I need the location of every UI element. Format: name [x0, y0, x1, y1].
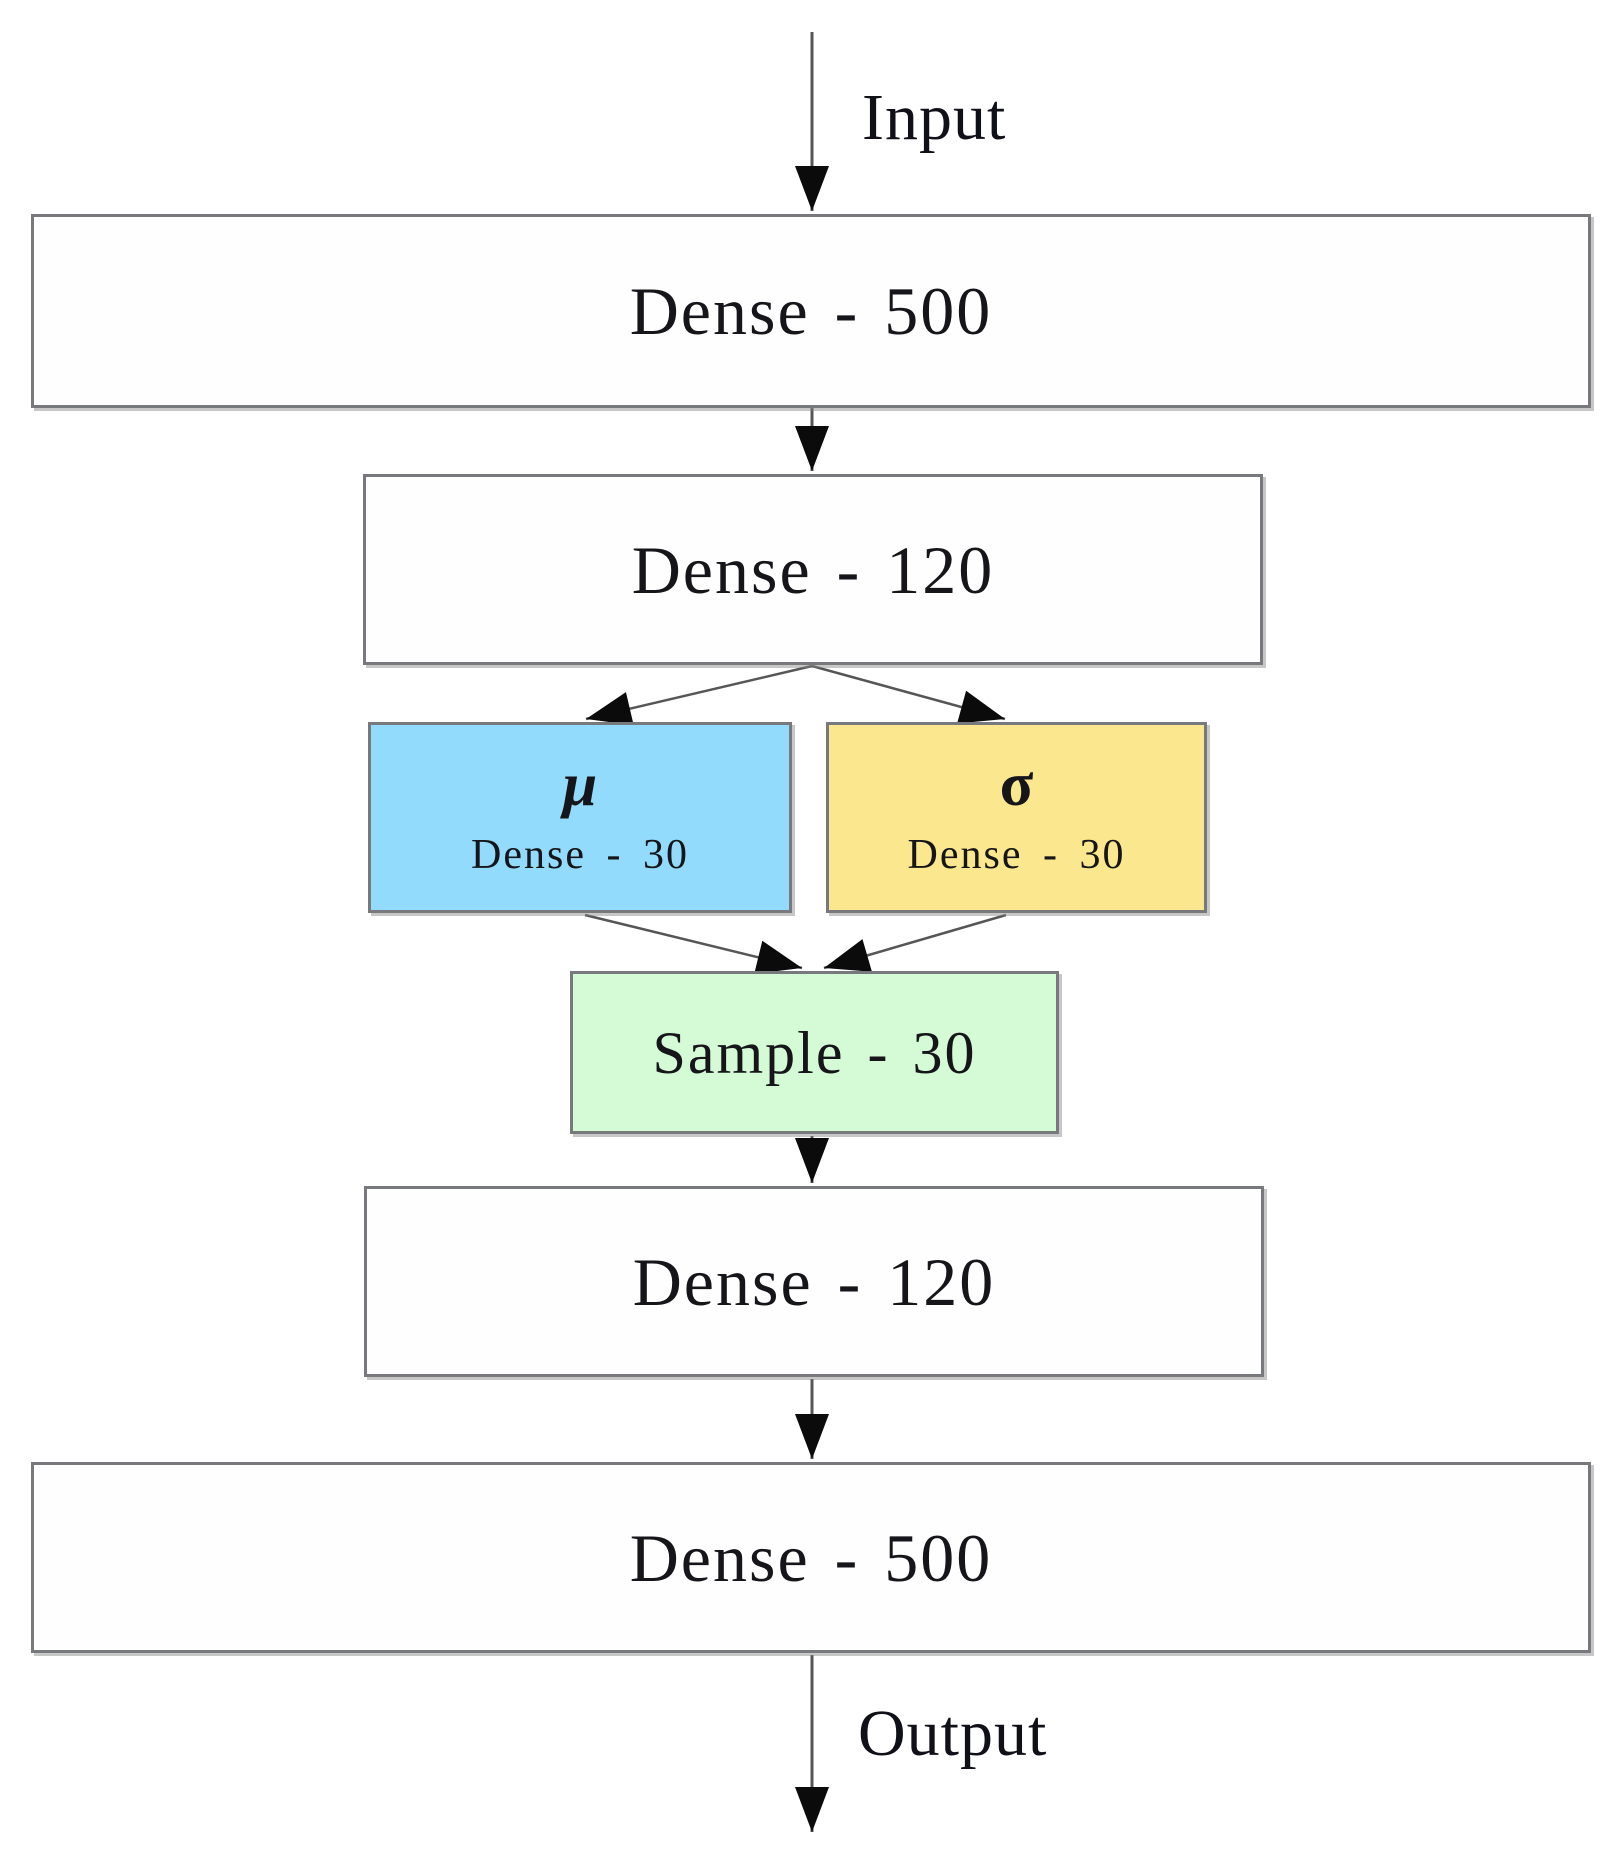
- input-label: Input: [862, 81, 1007, 154]
- edge-enc-120-to-sigma: [811, 664, 1006, 724]
- node-label: Dense - 500: [629, 1519, 993, 1596]
- node-label: Dense - 120: [632, 1243, 996, 1320]
- node-label: Dense - 30: [907, 831, 1126, 878]
- node-decoder-dense-500: Dense - 500: [31, 1462, 1591, 1653]
- edge-mu-to-sample: [584, 913, 803, 974]
- node-encoder-dense-500: Dense - 500: [31, 214, 1591, 408]
- edge-enc-120-to-mu: [585, 664, 813, 726]
- sigma-symbol: σ: [999, 750, 1034, 819]
- output-label: Output: [858, 1697, 1048, 1770]
- node-encoder-dense-120: Dense - 120: [363, 474, 1263, 665]
- node-label: Dense - 30: [471, 831, 689, 878]
- mu-symbol: μ: [562, 750, 598, 819]
- node-mu-dense-30: μ Dense - 30: [368, 722, 792, 913]
- node-label: Sample - 30: [652, 1019, 977, 1086]
- node-label: Dense - 500: [629, 273, 993, 349]
- edge-sigma-to-sample: [823, 913, 1007, 972]
- node-sample-30: Sample - 30: [570, 971, 1059, 1134]
- node-label: Dense - 120: [631, 531, 995, 608]
- node-sigma-dense-30: σ Dense - 30: [826, 722, 1207, 913]
- node-decoder-dense-120: Dense - 120: [364, 1186, 1264, 1377]
